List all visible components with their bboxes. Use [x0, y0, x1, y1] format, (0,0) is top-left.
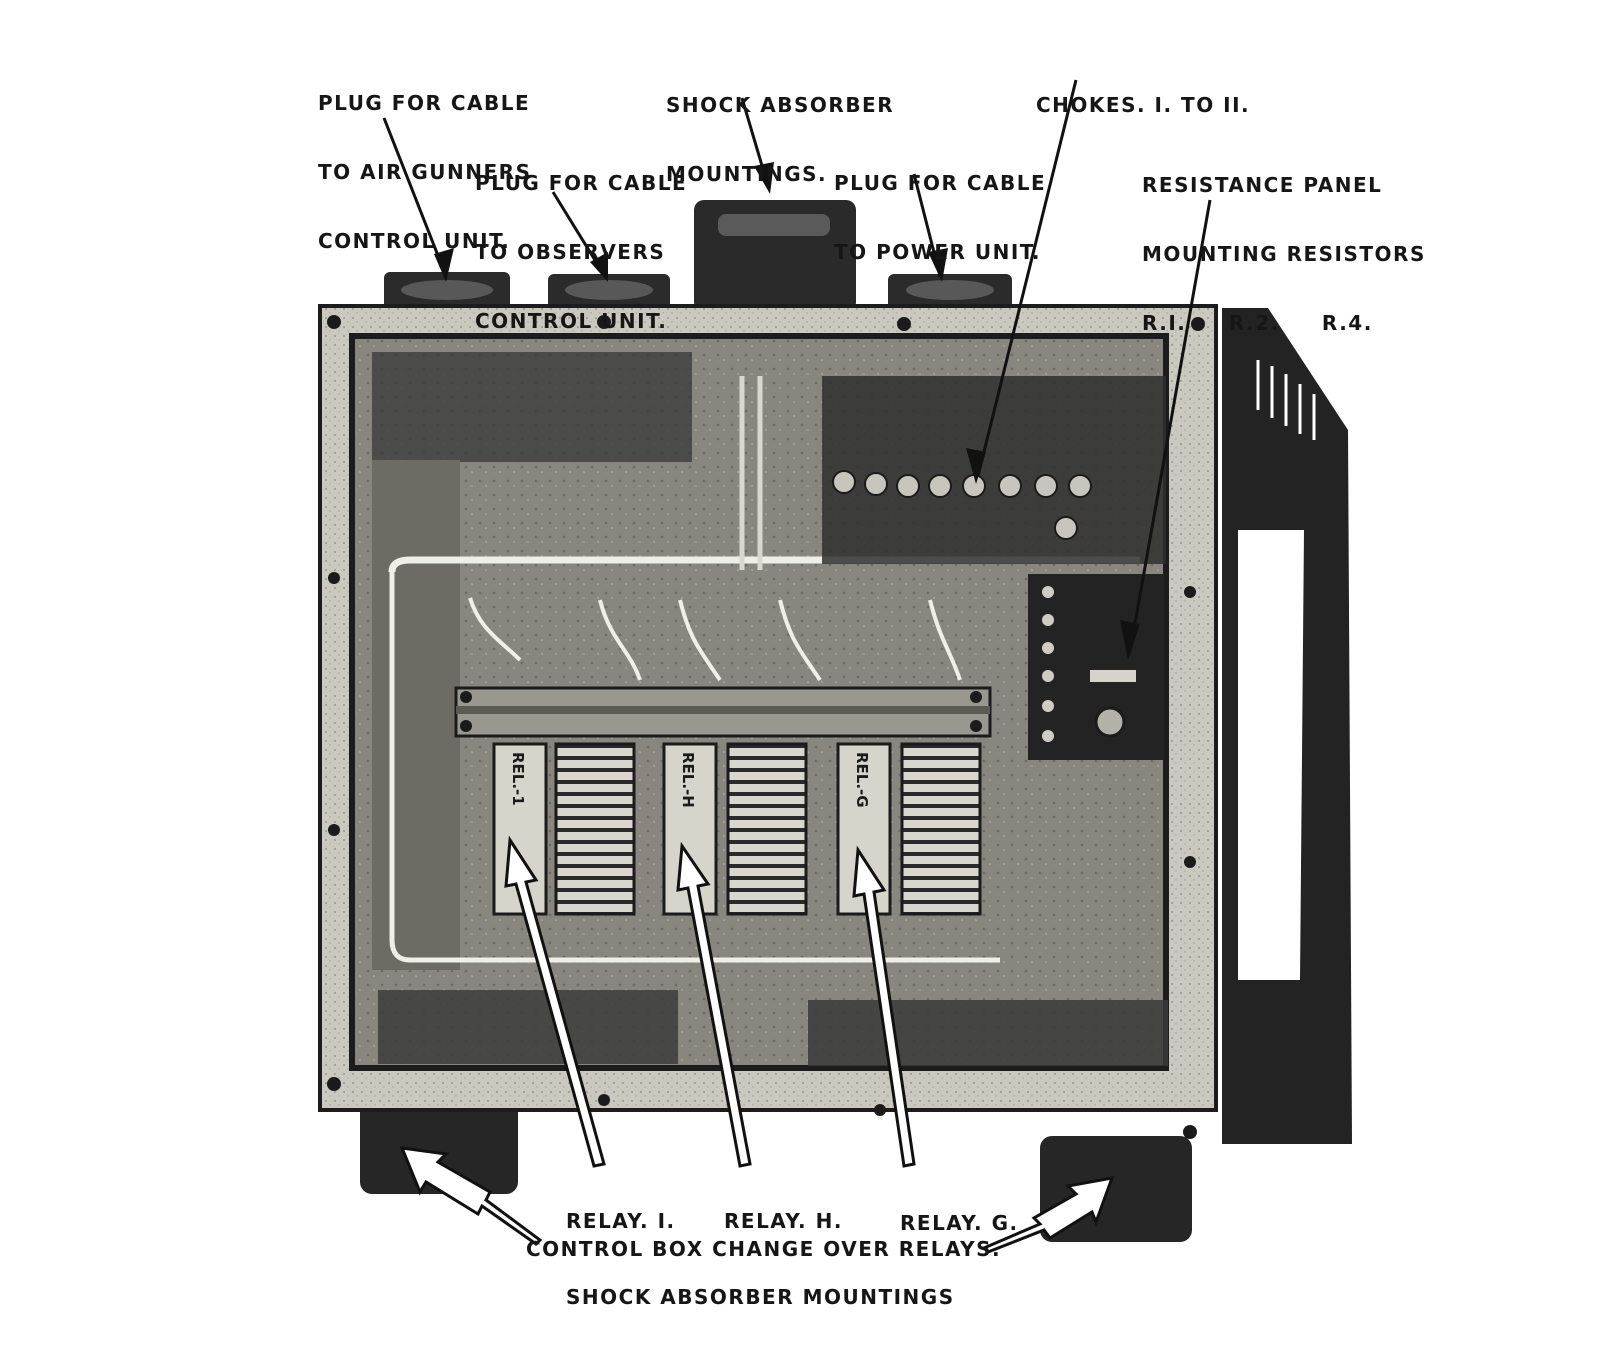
ventilation-slots	[1256, 360, 1316, 440]
relay-h-nameplate: REL.-H	[679, 752, 697, 808]
left-jagged-arrow	[399, 1146, 543, 1246]
relay-g-nameplate: REL.-G	[853, 752, 871, 808]
plug-observers-label: PLUG FOR CABLE TO OBSERVERS CONTROL UNIT…	[475, 126, 687, 379]
label-line: PLUG FOR CABLE	[475, 171, 688, 195]
label-line: CONTROL UNIT.	[318, 229, 511, 253]
relay-bar	[454, 686, 992, 738]
label-line: SHOCK ABSORBER	[666, 93, 895, 117]
relay-i-label: RELAY. I.	[566, 1164, 676, 1279]
side-panel	[1222, 308, 1352, 1144]
label-line: CONTROL UNIT.	[475, 309, 668, 333]
leader-chokes	[976, 79, 1078, 477]
right-jagged-arrow	[981, 1176, 1115, 1254]
resistance-panel-label: RESISTANCE PANEL MOUNTING RESISTORS R.I.…	[1142, 128, 1426, 381]
relay-g-arrow	[852, 845, 916, 1168]
label-line: MOUNTING RESISTORS	[1142, 242, 1426, 266]
label-line: R.I. R.2. R.4.	[1142, 311, 1373, 335]
label-line: TO POWER UNIT.	[834, 240, 1041, 264]
label-line: RELAY. G.	[900, 1211, 1019, 1235]
shock-absorber-top-label: SHOCK ABSORBER MOUNTINGS.	[666, 48, 894, 232]
label-line: CHOKES. I. TO II.	[1036, 93, 1251, 117]
label-line: TO AIR GUNNERS	[318, 160, 532, 184]
relay-i-nameplate: REL.-1	[509, 752, 527, 806]
interior-wiring	[372, 352, 1168, 1066]
label-line: TO OBSERVERS	[475, 240, 666, 264]
label-line: SHOCK ABSORBER MOUNTINGS	[566, 1285, 955, 1309]
relay-i-arrow	[504, 835, 606, 1168]
plug-power-unit-label: PLUG FOR CABLE TO POWER UNIT.	[834, 126, 1046, 310]
label-line: PLUG FOR CABLE	[834, 171, 1047, 195]
relay-arrows	[504, 835, 916, 1168]
relay-h-arrow	[676, 841, 752, 1168]
label-line: PLUG FOR CABLE	[318, 91, 531, 115]
relays: REL.-1 REL.-H REL.-G	[492, 742, 982, 916]
relay-h-label: RELAY. H.	[724, 1164, 843, 1279]
relay-g-label: RELAY. G.	[900, 1166, 1019, 1281]
plug-air-gunners-label: PLUG FOR CABLE TO AIR GUNNERS CONTROL UN…	[318, 46, 532, 299]
label-line: RELAY. H.	[724, 1209, 843, 1233]
relay-i	[492, 742, 636, 916]
chokes	[822, 376, 1166, 564]
shock-absorber-bottom-label: SHOCK ABSORBER MOUNTINGS	[566, 1240, 955, 1355]
label-line: MOUNTINGS.	[666, 162, 828, 186]
label-line: CONTROL BOX CHANGE OVER RELAYS.	[526, 1237, 1002, 1261]
changeover-relays-label: CONTROL BOX CHANGE OVER RELAYS.	[526, 1192, 1001, 1307]
leader-plug-air-gunners	[382, 117, 448, 277]
top-connectors	[384, 200, 1012, 312]
leader-resistance	[1128, 199, 1212, 653]
arrowheads	[434, 162, 1140, 660]
left-foot	[360, 1098, 518, 1194]
label-line: RELAY. I.	[566, 1209, 676, 1233]
resistance-panel	[1028, 574, 1164, 760]
shock-absorber-arrows	[399, 1146, 1115, 1254]
chokes-label: CHOKES. I. TO II.	[1036, 48, 1250, 163]
label-line: RESISTANCE PANEL	[1142, 173, 1383, 197]
